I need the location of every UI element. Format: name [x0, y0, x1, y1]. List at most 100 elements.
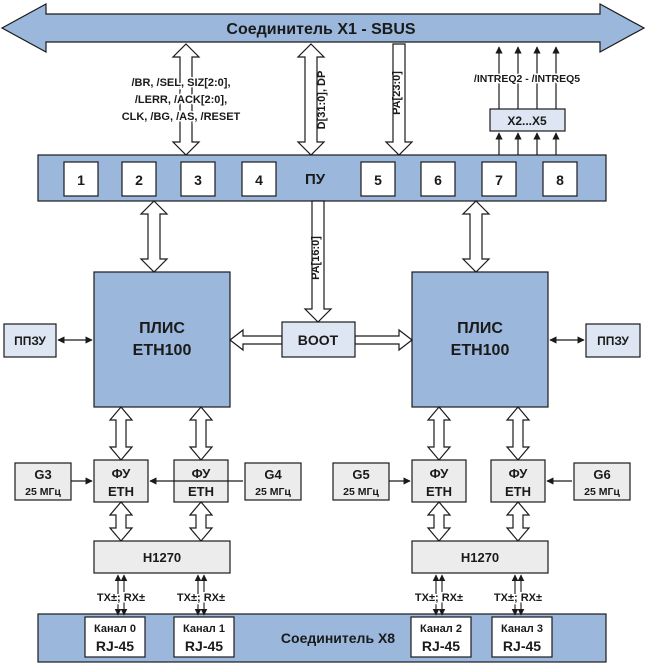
eeprom-right-label: ППЗУ — [597, 334, 629, 348]
transformer-left-label: H1270 — [143, 550, 181, 565]
channel-port: Канал 0 RJ-45 — [84, 616, 146, 658]
pu-slot-label: 8 — [556, 172, 564, 188]
channel-name: Канал 1 — [183, 623, 225, 635]
eeprom-right: ППЗУ — [585, 323, 641, 358]
pu-fpga-left-arrow — [139, 200, 169, 273]
pu-slot: 1 — [63, 161, 99, 197]
phy-subtitle: ETH — [505, 484, 531, 499]
pu-slots: 1 2 3 4 5 6 7 8 — [63, 161, 578, 197]
generator-block: G6 25 МГц — [573, 462, 631, 501]
x2x5-label: X2...X5 — [507, 114, 547, 128]
sbus-connector: Соединитель Х1 - SBUS — [0, 2, 646, 54]
generator-freq: 25 МГц — [255, 486, 291, 498]
fpga-phy-arrow — [426, 406, 452, 461]
phy-transformer-arrow — [505, 501, 531, 542]
txrx-label: TX±; RX± — [494, 592, 542, 604]
txrx-label: TX±; RX± — [177, 592, 225, 604]
pa16-arrow: PA[16:0] — [303, 200, 333, 323]
ctrl-signal-labels: /BR, /SEL, SIZ[2:0], /LERR, /ACK[2:0], C… — [120, 76, 242, 125]
phy-block: ФУ ETH — [411, 459, 467, 503]
channel-name: Канал 0 — [94, 623, 136, 635]
fpga-left-subtitle: ETH100 — [133, 342, 192, 359]
fpga-phy-arrow — [108, 406, 134, 461]
fpga-phy-arrow — [188, 406, 214, 461]
boot-to-fpga-right-arrow — [354, 328, 413, 352]
channel-connector: RJ-45 — [422, 638, 460, 654]
generator-name: G4 — [264, 467, 282, 482]
ctrl-signals-line3: CLK, /BG, /AS, /RESET — [122, 111, 241, 123]
sbus-label: Соединитель Х1 - SBUS — [226, 21, 415, 38]
pu-slot: 4 — [241, 161, 277, 197]
pu-fpga-right-arrow — [461, 200, 491, 273]
pu-slot-label: 6 — [434, 172, 442, 188]
phy-block: ФУ ETH — [93, 459, 149, 503]
eeprom-left: ППЗУ — [3, 323, 57, 358]
channel-connector: RJ-45 — [96, 638, 134, 654]
pu-to-x2x5-lines — [495, 132, 560, 155]
fpga-right-subtitle: ETH100 — [451, 342, 510, 359]
pu-slot: 6 — [420, 161, 456, 197]
generator-block: G4 25 МГц — [244, 462, 302, 501]
boot-to-fpga-left-arrow — [229, 328, 283, 352]
pu-slot: 2 — [121, 161, 157, 197]
txrx-label: TX±; RX± — [97, 592, 145, 604]
phy-title: ФУ — [192, 466, 212, 481]
channel-name: Канал 3 — [501, 623, 543, 635]
generator-name: G3 — [34, 467, 51, 482]
generator-freq: 25 МГц — [584, 486, 620, 498]
intreq-label: /INTREQ2 - /INTREQ5 — [474, 73, 580, 85]
data-bus-label: D[31:0], DP — [316, 71, 328, 130]
addr-bus-arrow: PA[23:0] — [384, 43, 414, 156]
fpga-left-title: ПЛИС — [139, 320, 185, 337]
pu-slot-label: 3 — [194, 172, 202, 188]
pu-label: ПУ — [305, 171, 326, 188]
pu-slot-label: 2 — [135, 172, 143, 188]
addr-bus-label: PA[23:0] — [391, 71, 403, 115]
ctrl-signals-line2: /LERR, /ACK[2:0], — [135, 94, 227, 106]
pa16-label: PA[16:0] — [310, 236, 322, 280]
phy-subtitle: ETH — [188, 484, 214, 499]
channel-port: Канал 1 RJ-45 — [173, 616, 235, 658]
pu-slot: 8 — [542, 161, 578, 197]
x8-label: Соединитель Х8 — [281, 630, 395, 646]
phy-transformer-arrow — [108, 501, 134, 542]
transformer-right-label: H1270 — [461, 550, 499, 565]
phy-title: ФУ — [430, 466, 450, 481]
channel-name: Канал 2 — [420, 623, 462, 635]
phy-transformer-arrow — [188, 501, 214, 542]
phy-subtitle: ETH — [426, 484, 452, 499]
intreq-lines — [495, 46, 560, 109]
boot-block: BOOT — [281, 321, 356, 358]
generator-freq: 25 МГц — [25, 486, 61, 498]
phy-title: ФУ — [112, 466, 132, 481]
data-bus-arrow: D[31:0], DP — [296, 43, 328, 156]
fpga-right-title: ПЛИС — [457, 320, 503, 337]
pu-slot-label: 4 — [255, 172, 263, 188]
pu-slot-label: 1 — [77, 172, 85, 188]
boot-label: BOOT — [298, 332, 339, 348]
fpga-left: ПЛИС ETH100 — [93, 271, 231, 408]
fpga-right: ПЛИС ETH100 — [411, 271, 549, 408]
x2x5-block: X2...X5 — [489, 108, 566, 132]
phy-transformer-arrow — [426, 501, 452, 542]
channel-connector: RJ-45 — [503, 638, 541, 654]
generator-name: G6 — [593, 467, 610, 482]
phy-subtitle: ETH — [108, 484, 134, 499]
transformer-left: H1270 — [93, 540, 231, 574]
phy-transformer-arrows — [108, 501, 531, 542]
eeprom-left-label: ППЗУ — [14, 334, 46, 348]
transformer-right: H1270 — [411, 540, 549, 574]
pu-slot: 5 — [360, 161, 396, 197]
channel-port: Канал 2 RJ-45 — [410, 616, 472, 658]
generator-block: G3 25 МГц — [14, 462, 72, 501]
pu-slot: 3 — [180, 161, 216, 197]
channel-port: Канал 3 RJ-45 — [491, 616, 553, 658]
txrx-links: TX±; RX±TX±; RX±TX±; RX±TX±; RX± — [95, 574, 544, 616]
channel-connector: RJ-45 — [185, 638, 223, 654]
fpga-phy-arrow — [505, 406, 531, 461]
pu-slot: 7 — [481, 161, 517, 197]
